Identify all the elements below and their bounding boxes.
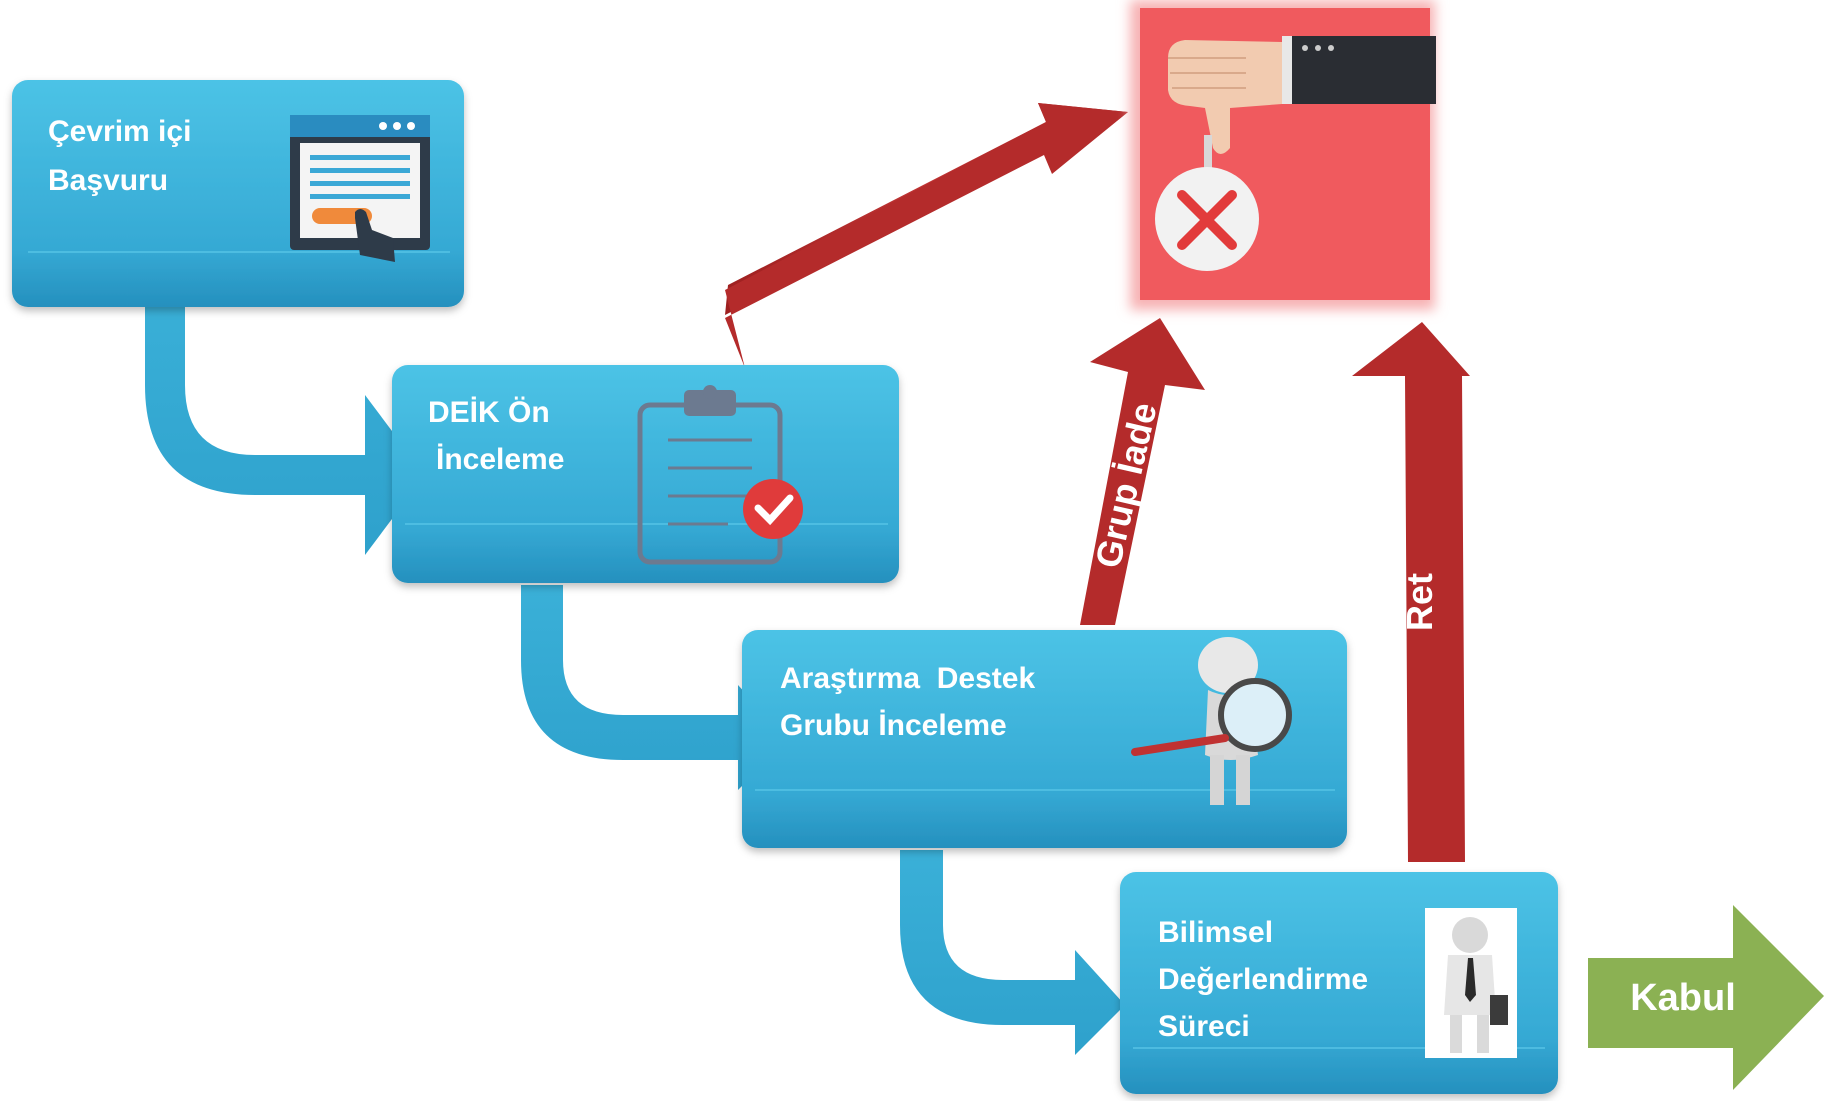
group-return-label: Grup İade xyxy=(1087,399,1165,572)
reject-arrow: Ret xyxy=(1352,322,1470,862)
step-2-label-line1: DEİK Ön xyxy=(428,396,550,429)
reject-panel xyxy=(1130,0,1436,310)
step-1-label-line2: Başvuru xyxy=(48,164,168,197)
step-4-label-line2: Değerlendirme xyxy=(1158,963,1368,996)
businessman-icon xyxy=(1425,908,1517,1058)
connector-1-to-2 xyxy=(145,285,425,555)
step-1-label-line1: Çevrim içi xyxy=(48,115,191,148)
thumbs-down-reject-icon xyxy=(1155,36,1436,271)
accept-label: Kabul xyxy=(1630,977,1736,1019)
step-3-label-line2: Grubu İnceleme xyxy=(780,709,1007,742)
connector-2-to-3 xyxy=(521,585,788,790)
accept-arrow: Kabul xyxy=(1588,905,1824,1090)
clipboard-check-icon xyxy=(637,385,803,565)
step-online-application: Çevrim içi Başvuru xyxy=(12,80,464,307)
group-return-arrow: Grup İade xyxy=(1055,318,1205,625)
step-research-support-group-review: Araştırma Destek Grubu İnceleme xyxy=(742,630,1347,848)
reject-label: Ret xyxy=(1399,573,1440,631)
magnifier-figure-icon xyxy=(1131,637,1292,805)
ardeb-return-arrow: ARDEB İade xyxy=(725,103,1128,368)
step-4-label-line3: Süreci xyxy=(1158,1010,1250,1043)
step-4-label-line1: Bilimsel xyxy=(1158,916,1273,949)
online-form-icon xyxy=(290,115,430,262)
step-3-label-line1: Araştırma Destek xyxy=(780,662,1035,695)
step-scientific-evaluation: Bilimsel Değerlendirme Süreci xyxy=(1120,872,1558,1094)
step-deik-pre-review: DEİK Ön İnceleme xyxy=(392,365,899,583)
connector-3-to-4 xyxy=(900,850,1125,1055)
step-2-label-line2: İnceleme xyxy=(436,443,564,476)
close-icon xyxy=(1177,190,1237,250)
